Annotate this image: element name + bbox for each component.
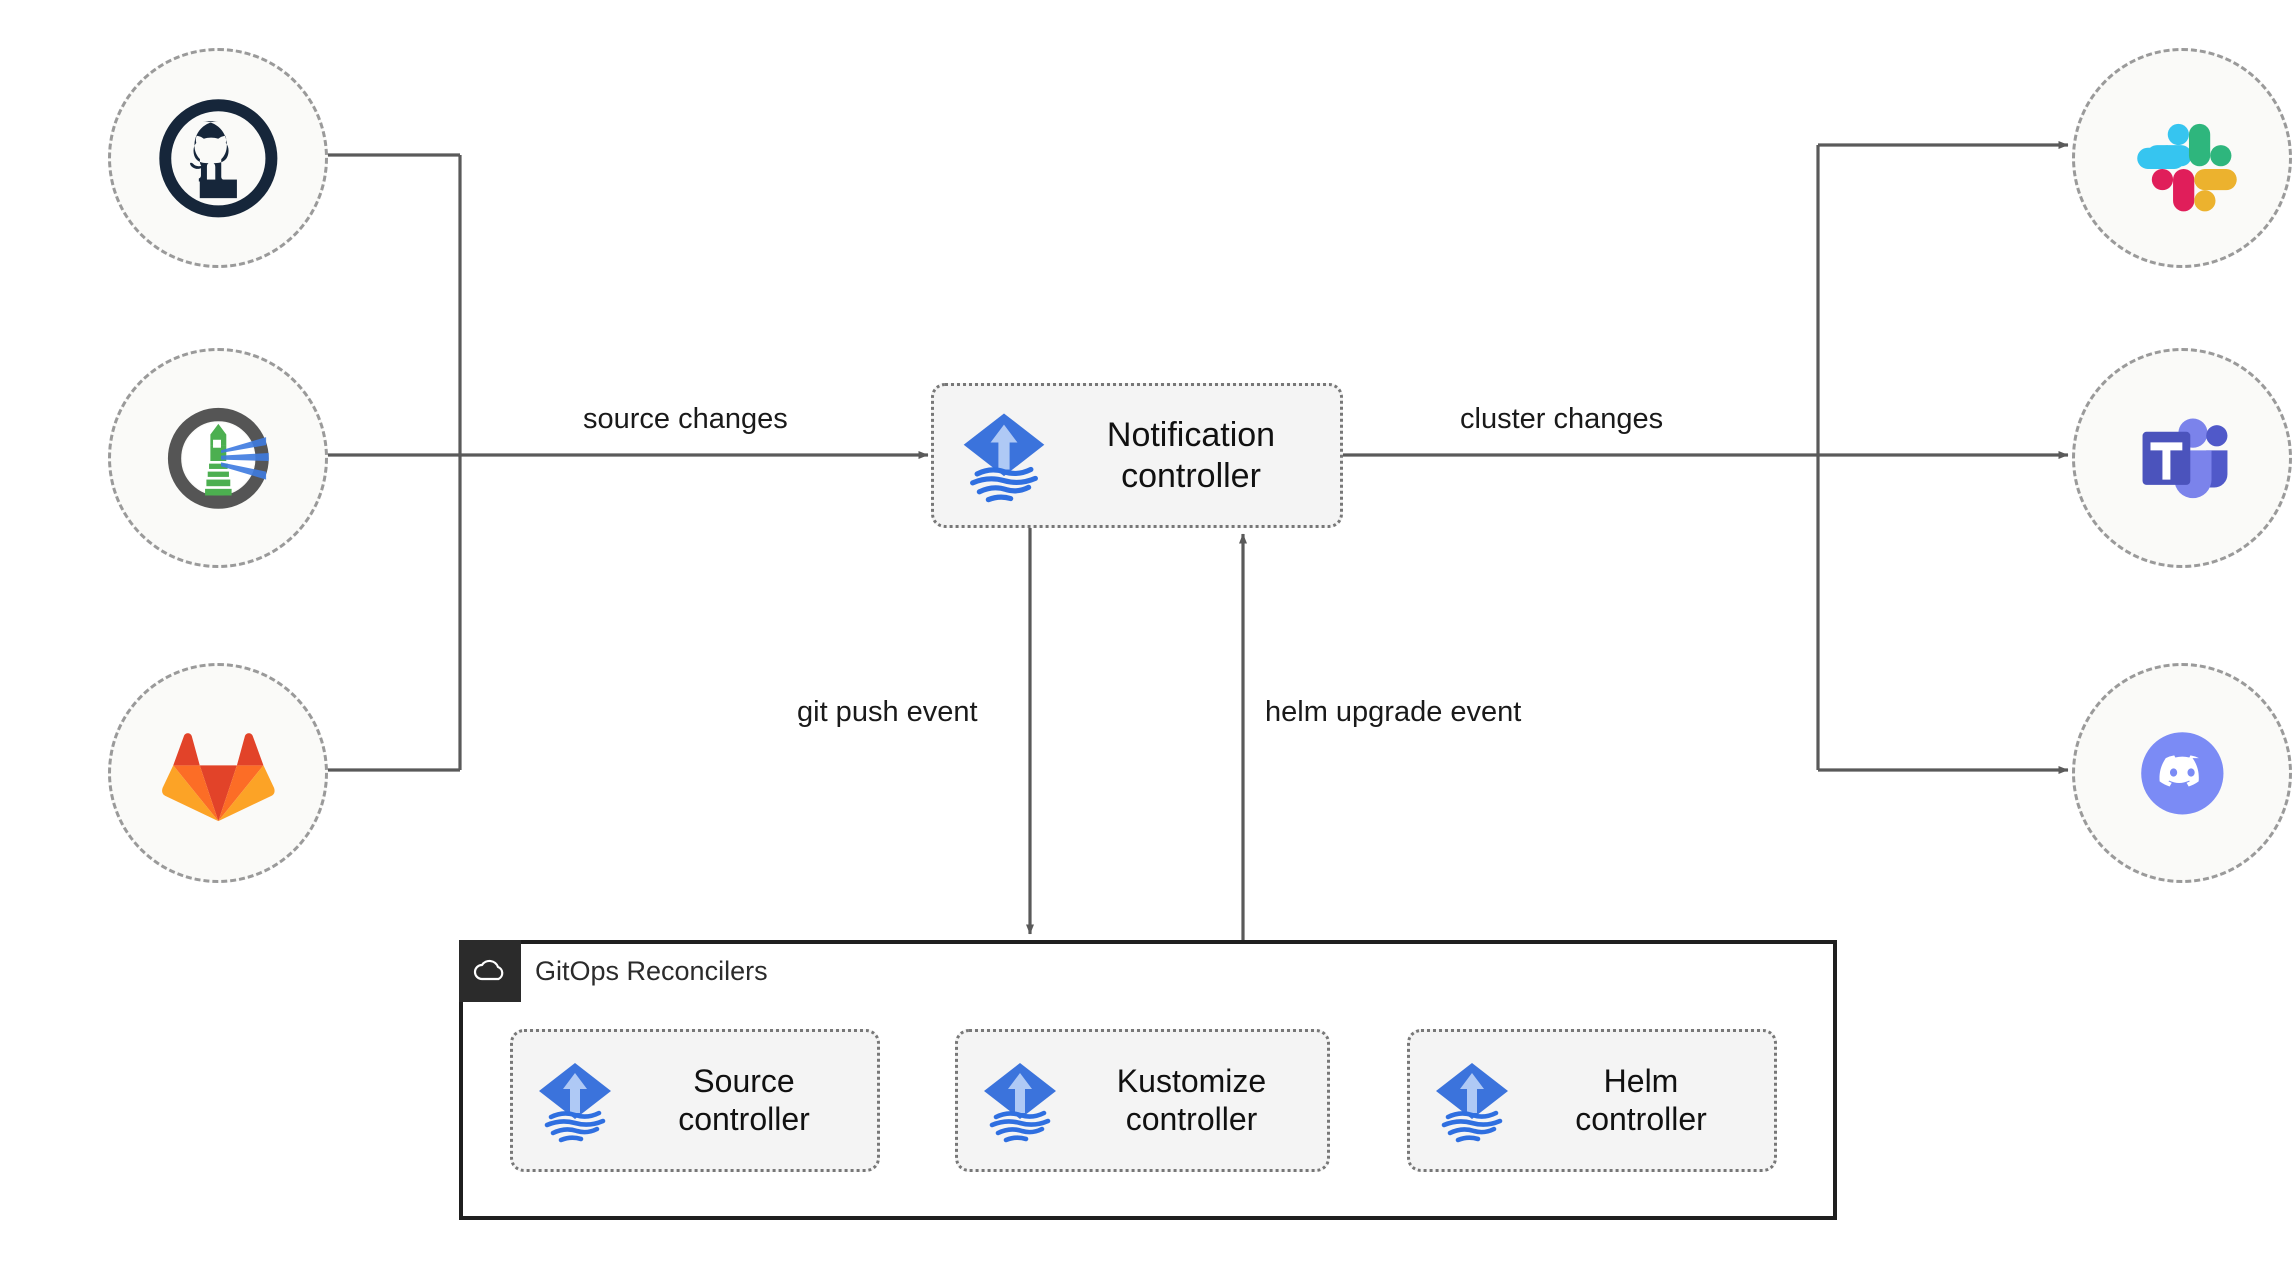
edge-label-source-changes: source changes <box>583 403 788 435</box>
ms-teams-icon <box>2142 418 2228 498</box>
flux-logo-icon <box>1436 1062 1508 1142</box>
notification-controller-label: Notification controller <box>1106 416 1276 495</box>
gitops-tab <box>459 940 521 1002</box>
github-icon <box>158 98 278 218</box>
gitops-container-title: GitOps Reconcilers <box>535 956 768 986</box>
source-node-gitlab[interactable] <box>108 663 328 883</box>
source-controller-label: Source controller <box>678 1062 810 1137</box>
edge-label-git-push-event: git push event <box>797 696 978 728</box>
helm-controller-label: Helm controller <box>1575 1062 1707 1137</box>
source-node-flux[interactable] <box>108 348 328 568</box>
cloud-icon <box>473 959 504 981</box>
discord-icon <box>2140 731 2224 815</box>
target-node-discord[interactable] <box>2072 663 2292 883</box>
gitlab-icon <box>161 732 275 821</box>
target-node-slack[interactable] <box>2072 48 2292 268</box>
helm-controller-card[interactable]: Helm controller <box>1407 1029 1777 1172</box>
edge-label-helm-upgrade-event: helm upgrade event <box>1265 696 1522 728</box>
edge-label-cluster-changes: cluster changes <box>1460 403 1664 435</box>
source-controller-card[interactable]: Source controller <box>510 1029 880 1172</box>
source-node-github[interactable] <box>108 48 328 268</box>
flux-logo-icon <box>963 412 1045 502</box>
slack-icon <box>2136 123 2237 212</box>
flux-logo-icon <box>539 1062 611 1142</box>
flux-logo-icon <box>984 1062 1056 1142</box>
kustomize-controller-label: Kustomize controller <box>1116 1062 1267 1137</box>
target-node-teams[interactable] <box>2072 348 2292 568</box>
notification-controller-card[interactable]: Notification controller <box>931 383 1343 528</box>
flux-lighthouse-icon <box>167 407 269 509</box>
kustomize-controller-card[interactable]: Kustomize controller <box>955 1029 1330 1172</box>
